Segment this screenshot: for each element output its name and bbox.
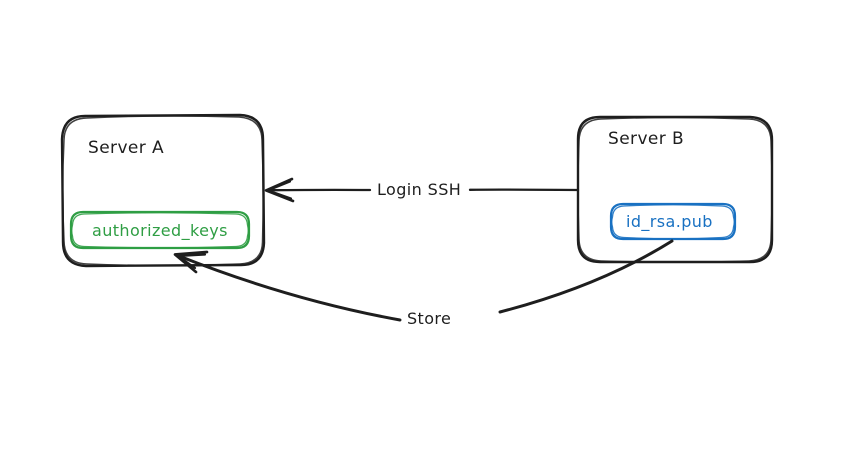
edge-label-store: Store [402,309,457,328]
server-b-title: Server B [608,129,685,149]
id-rsa-pub-chip-label: id_rsa.pub [626,212,713,231]
authorized-keys-chip[interactable] [69,210,251,250]
edge-login-ssh[interactable] [264,177,580,203]
edge-store[interactable] [173,239,674,322]
authorized-keys-chip-label: authorized_keys [92,221,228,240]
edge-label-login-ssh: Login SSH [372,180,467,199]
server-a-title: Server A [88,138,164,158]
id-rsa-pub-chip[interactable] [609,202,737,241]
